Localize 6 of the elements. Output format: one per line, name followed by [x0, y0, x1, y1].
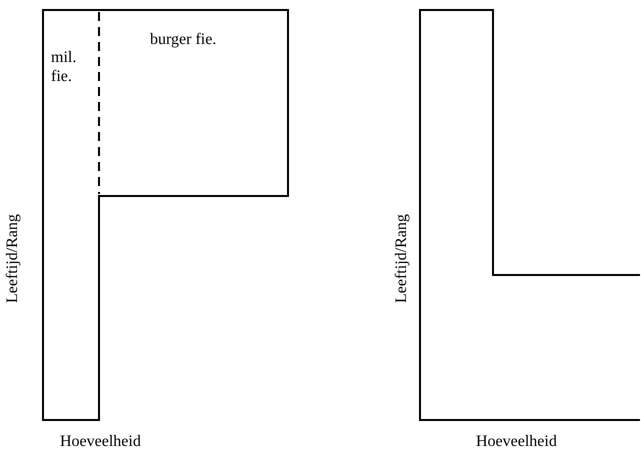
area-label: mil. fie.	[51, 48, 78, 86]
axis-label: Hoeveelheid	[476, 432, 558, 451]
area-label: burger fie.	[150, 30, 218, 49]
axis-label: Leeftijd/Rang	[392, 214, 411, 303]
axis-label: Leeftijd/Rang	[3, 214, 22, 303]
axis-label: Hoeveelheid	[60, 432, 142, 451]
